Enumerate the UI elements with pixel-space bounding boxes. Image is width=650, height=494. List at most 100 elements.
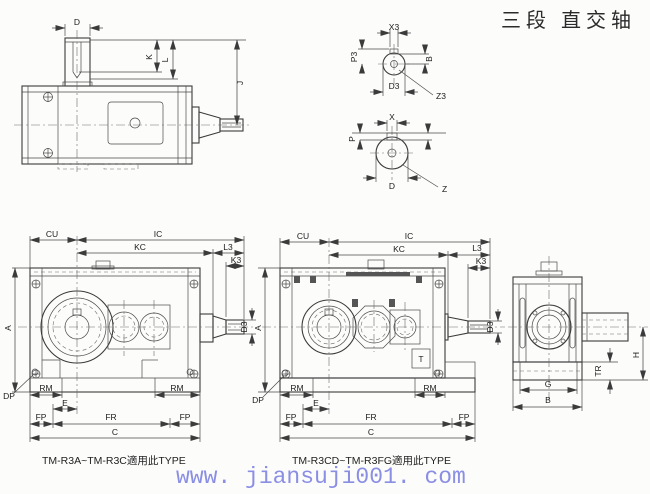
dim-P3: P3 — [349, 39, 389, 74]
dim-RM-left: RM — [29, 383, 63, 398]
dim-K3: K3 — [467, 256, 491, 271]
anchor-bolt-right — [186, 368, 194, 376]
dim-RM-left: RM — [279, 383, 314, 398]
dim-label-fr: FR — [365, 412, 376, 422]
dim-C: C — [279, 427, 476, 441]
dim-label-x3: X3 — [389, 22, 400, 32]
dim-label-b: B — [424, 56, 434, 62]
dim-label-fp-right: FP — [180, 412, 191, 422]
dim-label-d-low: D — [389, 181, 395, 191]
dim-RM-right: RM — [154, 383, 201, 398]
dim-label-z: Z — [442, 184, 447, 194]
dim-label-dp: DP — [252, 395, 264, 405]
dim-label-k3: K3 — [231, 255, 242, 265]
dim-G: G — [519, 379, 578, 394]
dim-label-l3: L3 — [223, 242, 233, 252]
dim-label-h: H — [631, 352, 641, 358]
front-view-small: CU IC KC L3 K3 D3 A — [3, 229, 256, 442]
dim-label-l3: L3 — [472, 243, 482, 253]
dim-K3: K3 — [225, 255, 245, 269]
inspection-plate — [107, 101, 164, 145]
dim-label-fp-left: FP — [36, 412, 47, 422]
callout-Z: Z — [402, 164, 447, 194]
dim-IC: IC — [76, 229, 245, 243]
dim-IC: IC — [328, 231, 491, 245]
side-view: D K L J — [14, 17, 250, 172]
dim-label-kc: KC — [393, 244, 405, 254]
dim-B: B — [398, 44, 434, 74]
callout-Z3: Z3 — [398, 69, 446, 101]
dim-X3: X3 — [377, 22, 411, 47]
dim-KC: KC — [76, 242, 214, 256]
dim-X: X — [374, 112, 410, 131]
dim-label-k: K — [144, 54, 154, 60]
callout-DP: DP — [252, 375, 285, 405]
dim-CU: CU — [279, 231, 330, 245]
dim-label-c: C — [368, 427, 374, 437]
website-watermark: www. jiansuji001. com — [176, 464, 466, 490]
dim-label-cu: CU — [46, 229, 58, 239]
dim-label-e: E — [62, 398, 68, 408]
dim-RM-right: RM — [414, 383, 446, 398]
side-view-body — [14, 30, 250, 172]
front-large-body: T — [262, 238, 505, 414]
dim-label-b: B — [545, 395, 551, 405]
dim-B: B — [512, 380, 583, 411]
dim-label-t: T — [418, 354, 423, 364]
dim-label-z3: Z3 — [436, 91, 446, 101]
callout-DP: DP — [3, 374, 34, 401]
dim-label-d: D — [74, 17, 80, 27]
dim-L: L — [160, 39, 176, 80]
front-view-large: T CU IC KC — [252, 231, 505, 442]
dim-CU: CU — [29, 229, 78, 243]
dim-D: D — [52, 17, 103, 36]
dim-KC: KC — [328, 244, 449, 258]
dim-label-c: C — [112, 427, 118, 437]
dim-FP-left: FP — [279, 412, 304, 427]
dim-K: K — [144, 39, 160, 73]
dim-label-kc: KC — [134, 242, 146, 252]
dim-label-p: P — [347, 136, 357, 142]
dim-shaft-D3: D3 — [239, 308, 256, 346]
caption-model-range-small: TM-R3A~TM-R3C適用此TYPE — [42, 455, 186, 467]
dim-label-fr: FR — [105, 412, 116, 422]
shaft-detail-z: X P D Z — [347, 112, 447, 194]
dim-L3: L3 — [447, 243, 491, 258]
dim-label-shaft-d3: D3 — [239, 321, 249, 332]
shaft-detail-z3: X3 P3 B D3 Z3 — [349, 22, 446, 101]
end-view-body — [508, 256, 648, 400]
anchor-bolt-right — [433, 369, 441, 377]
dim-label-rm-left: RM — [39, 383, 52, 393]
dim-FR: FR — [52, 412, 171, 427]
dim-label-tr: TR — [593, 365, 603, 376]
dim-label-ic: IC — [405, 231, 414, 241]
dim-D3: D3 — [370, 66, 418, 96]
dim-label-l: L — [160, 57, 170, 62]
dim-C: C — [29, 427, 201, 441]
end-view: G B H TR — [508, 256, 648, 411]
anchor-bolt-left — [281, 369, 289, 377]
dim-label-d3: D3 — [389, 81, 400, 91]
dim-FP-right: FP — [451, 412, 476, 427]
dim-H: H — [582, 326, 648, 381]
dim-label-rm-left: RM — [290, 383, 303, 393]
dim-label-j: J — [235, 81, 245, 85]
dim-P: P — [347, 123, 363, 150]
dim-label-e: E — [313, 398, 319, 408]
dim-label-shaft-d3: D3 — [485, 321, 495, 332]
dim-FP-right: FP — [169, 412, 201, 427]
anchor-bolt-left — [31, 368, 39, 376]
pad-T: T — [411, 348, 431, 369]
dim-label-x: X — [389, 112, 395, 122]
dim-label-dp: DP — [3, 391, 15, 401]
dim-label-k3: K3 — [476, 256, 487, 266]
dim-label-g: G — [545, 379, 552, 389]
dim-FP-left: FP — [29, 412, 54, 427]
dim-label-rm-right: RM — [170, 383, 183, 393]
dim-TR: TR — [582, 348, 618, 394]
dim-label-p3: P3 — [349, 52, 359, 63]
dim-shaft-D3: D3 — [485, 309, 502, 345]
dim-E: E — [302, 398, 330, 412]
dim-label-ic: IC — [154, 229, 163, 239]
